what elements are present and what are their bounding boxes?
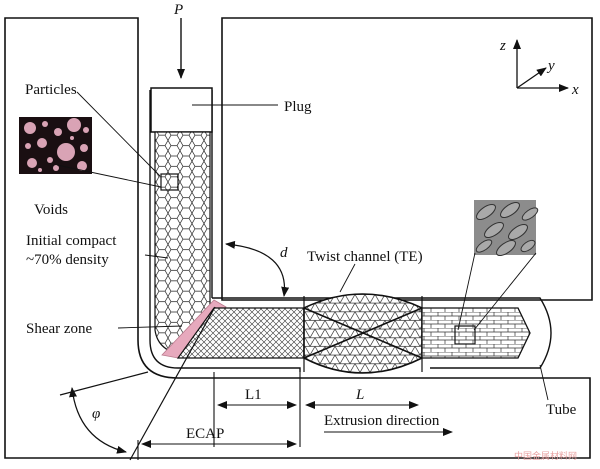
watermark: 中国金属材料网	[514, 450, 577, 462]
label-initial-compact: Initial compact	[26, 233, 117, 249]
label-tube: Tube	[546, 402, 577, 418]
twist-channel	[303, 293, 423, 374]
label-l: L	[355, 387, 364, 403]
die-right-block	[221, 17, 593, 301]
label-plug: Plug	[284, 99, 312, 115]
label-axis-x: x	[571, 82, 579, 98]
label-phi: φ	[92, 406, 100, 422]
label-twist-channel: Twist channel (TE)	[307, 249, 423, 265]
extruded-material	[421, 307, 531, 359]
label-ecap: ECAP	[186, 426, 224, 442]
die-body	[4, 17, 593, 459]
label-d: d	[280, 245, 288, 261]
label-density: ~70% density	[26, 252, 109, 268]
tube-detail-box	[454, 325, 476, 345]
label-shear-zone: Shear zone	[26, 321, 93, 337]
angle-d-arc	[225, 240, 290, 297]
die-left-block	[4, 17, 591, 459]
label-axis-y: y	[546, 58, 555, 74]
dimension-lines	[137, 372, 453, 460]
label-extrusion-direction: Extrusion direction	[324, 413, 440, 429]
angle-phi	[59, 306, 216, 461]
label-voids: Voids	[34, 202, 68, 218]
tube-inset	[474, 200, 539, 257]
axes-triad	[513, 39, 569, 92]
label-particles: Particles	[25, 82, 77, 98]
plug	[150, 87, 213, 133]
particles-inset	[19, 117, 92, 174]
label-p: P	[173, 2, 183, 18]
leader-lines	[56, 91, 549, 401]
compact-detail-box	[160, 173, 179, 191]
label-axis-z: z	[499, 38, 506, 54]
label-l1: L1	[245, 387, 262, 403]
